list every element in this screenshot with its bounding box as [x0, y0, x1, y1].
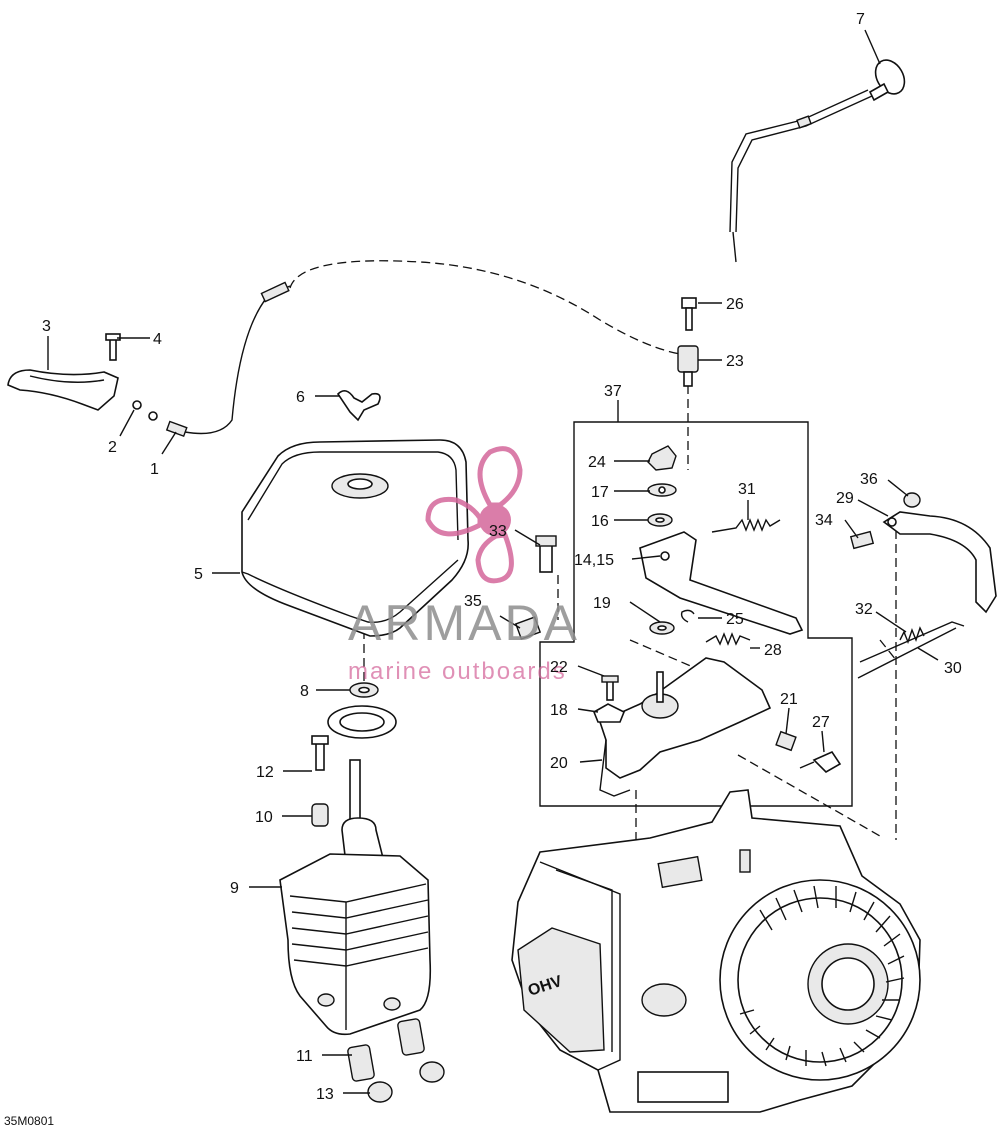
callout-23: 23 — [726, 353, 744, 370]
watermark-brand: ARMADA — [348, 595, 580, 651]
callout-36: 36 — [860, 471, 878, 488]
callout-leaders — [47, 29, 939, 1094]
callout-37: 37 — [604, 383, 622, 400]
callout-2: 2 — [108, 439, 117, 456]
governor-bracket-upper — [639, 297, 804, 646]
callout-13: 13 — [316, 1086, 334, 1103]
governor-bracket-lower — [514, 535, 842, 797]
choke-lever — [7, 333, 121, 411]
callout-8: 8 — [300, 683, 309, 700]
callout-10: 10 — [255, 809, 273, 826]
choke-knob-rod — [729, 59, 906, 263]
callout-14-15: 14,15 — [574, 552, 614, 569]
callout-34: 34 — [815, 512, 833, 529]
callout-30: 30 — [944, 660, 962, 677]
callout-32: 32 — [855, 601, 873, 618]
callout-28: 28 — [764, 642, 782, 659]
callout-27: 27 — [812, 714, 830, 731]
callout-29: 29 — [836, 490, 854, 507]
callout-19: 19 — [593, 595, 611, 612]
throttle-linkage-right — [849, 492, 997, 679]
callout-20: 20 — [550, 755, 568, 772]
callout-35: 35 — [464, 593, 482, 610]
callout-33: 33 — [489, 523, 507, 540]
callout-17: 17 — [591, 484, 609, 501]
callout-labels: 7 3 4 2 1 6 5 8 12 10 9 11 13 26 23 37 2… — [42, 11, 962, 1103]
choke-cable — [132, 281, 291, 438]
callout-12: 12 — [256, 764, 274, 781]
callout-7: 7 — [856, 11, 865, 28]
callout-6: 6 — [296, 389, 305, 406]
propeller-icon — [425, 446, 523, 584]
callout-3: 3 — [42, 318, 51, 335]
callout-4: 4 — [153, 331, 162, 348]
watermark-logo: ARMADA marine outboards — [348, 446, 580, 685]
callout-5: 5 — [194, 566, 203, 583]
callout-25: 25 — [726, 611, 744, 628]
tank-gasket — [327, 682, 397, 739]
callout-26: 26 — [726, 296, 744, 313]
callout-31: 31 — [738, 481, 756, 498]
drawing-code: 35M0801 — [4, 1114, 54, 1128]
callout-9: 9 — [230, 880, 239, 897]
callout-18: 18 — [550, 702, 568, 719]
callout-1: 1 — [150, 461, 159, 478]
callout-16: 16 — [591, 513, 609, 530]
fuel-tank — [241, 390, 469, 637]
callout-24: 24 — [588, 454, 606, 471]
callout-22: 22 — [550, 659, 568, 676]
callout-21: 21 — [780, 691, 798, 708]
cylinder-block — [279, 735, 445, 1103]
assembly-frame-37 — [539, 421, 853, 807]
engine-block: OHV — [511, 789, 921, 1113]
watermark-tagline: marine outboards — [348, 658, 567, 685]
callout-11: 11 — [296, 1048, 313, 1065]
